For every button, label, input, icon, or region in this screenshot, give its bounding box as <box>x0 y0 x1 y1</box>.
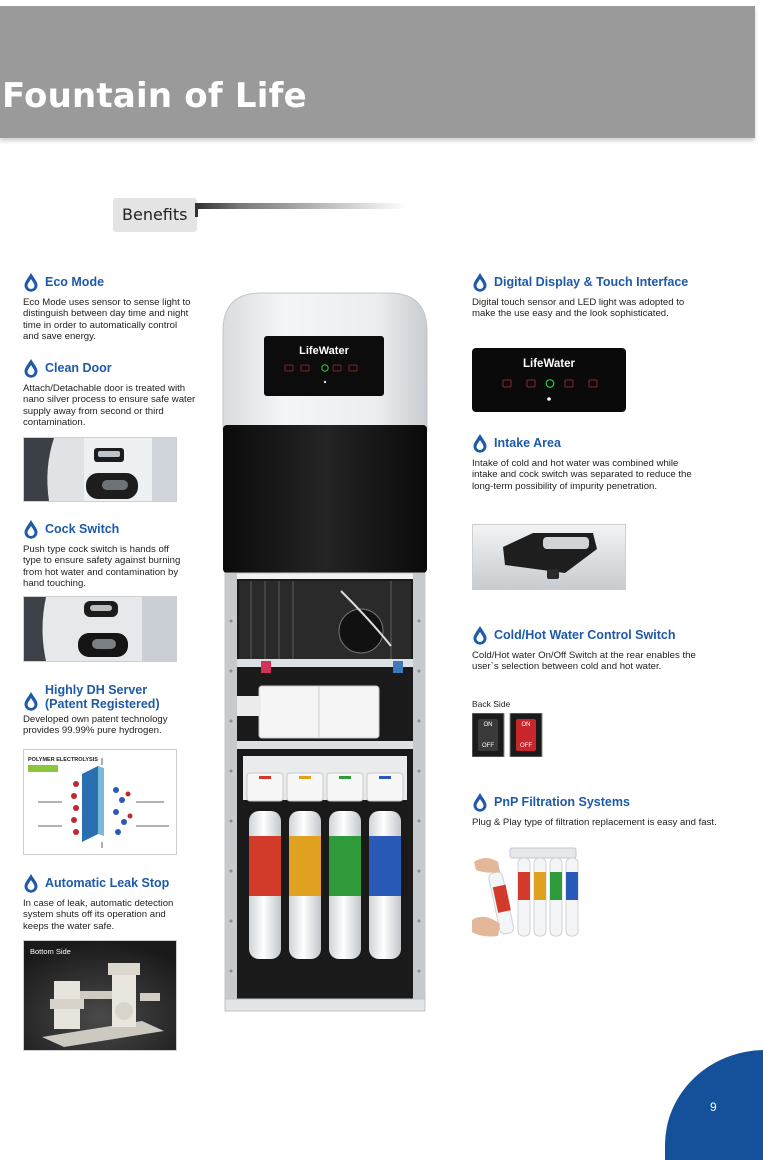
water-drop-icon <box>23 272 39 292</box>
bottom-side-label: Bottom Side <box>30 947 71 956</box>
body-line: contamination. <box>23 417 86 429</box>
display-panel-photo: LifeWater <box>472 348 626 412</box>
section-title: Digital Display & Touch Interface <box>494 275 689 289</box>
body-line: supply away from second or third <box>23 405 164 417</box>
body-line: Developed own patent technology <box>23 714 168 725</box>
body-line: provides 99.99% pure hydrogen. <box>23 725 162 737</box>
water-drop-icon <box>472 433 488 453</box>
cock-switch-photo <box>23 596 177 662</box>
section-body: Digital touch sensor and LED light was a… <box>472 297 742 320</box>
intake-area-photo <box>472 524 626 590</box>
water-drop-icon <box>472 792 488 812</box>
water-dispenser-image: LifeWater <box>221 291 429 1014</box>
water-drop-icon <box>23 519 39 539</box>
section-title: Cold/Hot Water Control Switch <box>494 628 676 642</box>
section-title: Clean Door <box>45 361 112 375</box>
benefits-divider <box>197 203 407 209</box>
section-body: Cold/Hot water On/Off Switch at the rear… <box>472 650 752 673</box>
water-drop-icon <box>472 625 488 645</box>
body-line: from hot water and contamination by <box>23 566 179 578</box>
display-brand-label: LifeWater <box>299 345 349 357</box>
benefits-tab <box>113 198 197 232</box>
switch-on-label: ON <box>484 722 493 728</box>
body-line: Digital touch sensor and LED light was a… <box>472 297 685 308</box>
section-eco-mode: Eco Mode Eco Mode uses sensor to sense l… <box>23 272 213 343</box>
diagram-heading: POLYMER ELECTROLYSIS <box>28 757 98 763</box>
body-line: distinguish between day time and night <box>23 308 189 320</box>
header-banner: Fountain of Life <box>0 6 755 138</box>
water-drop-icon <box>23 691 39 711</box>
section-title: Intake Area <box>494 436 561 450</box>
water-drop-icon <box>472 272 488 292</box>
section-pnp-filtration: PnP Filtration Systems Plug & Play type … <box>472 792 752 828</box>
body-line: Intake of cold and hot water was combine… <box>472 458 679 469</box>
body-line: keeps the water safe. <box>23 920 115 932</box>
section-title: Cock Switch <box>45 522 120 536</box>
body-line: time in order to automatically control <box>23 319 178 331</box>
body-line: Cold/Hot water On/Off Switch at the rear… <box>472 650 696 661</box>
body-line: Plug & Play type of filtration replaceme… <box>472 817 717 828</box>
page-number: 9 <box>710 1100 717 1114</box>
body-line: nano silver process to ensure safe water <box>23 394 196 406</box>
section-intake-area: Intake Area Intake of cold and hot water… <box>472 433 742 492</box>
section-clean-door: Clean Door Attach/Detachable door is tre… <box>23 358 213 429</box>
benefits-divider-notch <box>195 203 198 217</box>
body-line: make the use easy and the look sophistic… <box>472 308 669 320</box>
body-line: long-term possibility of impurity penetr… <box>472 480 658 492</box>
switch-off-label: OFF <box>482 743 494 749</box>
section-body: Intake of cold and hot water was combine… <box>472 458 742 492</box>
section-title: Eco Mode <box>45 275 105 289</box>
water-drop-icon <box>23 358 39 378</box>
section-body: Plug & Play type of filtration replaceme… <box>472 817 752 828</box>
benefits-label: Benefits <box>122 205 188 224</box>
body-line: Attach/Detachable door is treated with <box>23 383 186 394</box>
section-digital-display: Digital Display & Touch Interface Digita… <box>472 272 742 320</box>
body-line: system shuts off its operation and <box>23 909 166 921</box>
display-brand-label: LifeWater <box>523 358 575 370</box>
section-title: Highly DH Server <box>45 683 148 697</box>
body-line: user`s selection between cold and hot wa… <box>472 661 662 673</box>
section-body: Eco Mode uses sensor to sense light to d… <box>23 297 213 343</box>
section-body: Attach/Detachable door is treated with n… <box>23 383 213 429</box>
section-body: Developed own patent technology provides… <box>23 714 213 737</box>
section-leak-stop: Automatic Leak Stop In case of leak, aut… <box>23 873 213 932</box>
pnp-filters-photo <box>470 842 580 940</box>
section-subtitle: (Patent Registered) <box>45 697 160 711</box>
body-line: In case of leak, automatic detection <box>23 898 174 909</box>
clean-door-photo <box>23 437 177 502</box>
section-title: PnP Filtration Systems <box>494 795 630 809</box>
page-title: Fountain of Life <box>2 76 307 116</box>
switch-off-label: OFF <box>520 743 532 749</box>
back-side-label: Back Side <box>472 699 511 709</box>
section-body: In case of leak, automatic detection sys… <box>23 898 213 932</box>
body-line: intake and cock switch was separated to … <box>472 469 692 481</box>
section-cock-switch: Cock Switch Push type cock switch is han… <box>23 519 213 590</box>
body-line: type to ensure safety against burning <box>23 555 181 567</box>
section-cold-hot-switch: Cold/Hot Water Control Switch Cold/Hot w… <box>472 625 752 673</box>
section-body: Push type cock switch is hands off type … <box>23 544 213 590</box>
body-line: and save energy. <box>23 331 96 343</box>
section-title: Automatic Leak Stop <box>45 876 170 890</box>
water-drop-icon <box>23 873 39 893</box>
leak-stop-photo: Bottom Side <box>23 940 177 1051</box>
body-line: Eco Mode uses sensor to sense light to <box>23 297 191 308</box>
body-line: hand touching. <box>23 578 86 590</box>
electrolysis-diagram: POLYMER ELECTROLYSIS <box>23 749 177 855</box>
switch-on-label: ON <box>522 722 531 728</box>
body-line: Push type cock switch is hands off <box>23 544 169 555</box>
section-dh-server: Highly DH Server (Patent Registered) Dev… <box>23 683 213 737</box>
cold-hot-switch-photo: ON OFF ON OFF <box>471 712 544 758</box>
